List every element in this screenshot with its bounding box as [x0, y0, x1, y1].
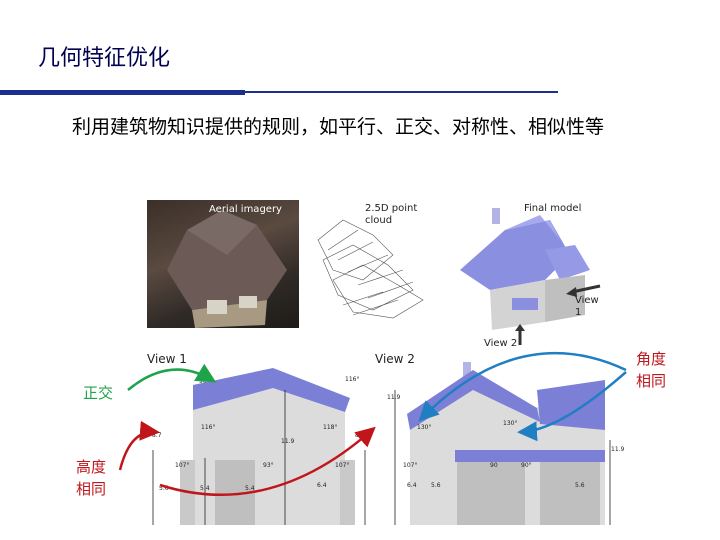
cloud-label: 2.5D point cloud — [365, 203, 418, 226]
slide-title: 几何特征优化 — [38, 46, 171, 71]
angle-label: 118° — [323, 424, 338, 431]
elevation-views: View 1 View 2 90° 116° 116° 118° 107° 93… — [145, 350, 624, 525]
angle-label: 90° — [199, 378, 210, 385]
title-rule-thick — [0, 90, 245, 95]
view2-arrow-label: View 2 — [484, 338, 518, 349]
length-label: 5.6 — [159, 485, 169, 492]
same-angle-label: 角度 相同 — [636, 350, 667, 390]
view2-title: View 2 — [375, 352, 415, 366]
final-label: Final model — [524, 203, 582, 214]
angle-label: 130° — [503, 420, 518, 427]
length-label: 5.6 — [575, 482, 585, 489]
same-height-label: 高度 相同 — [76, 458, 107, 498]
final-model-image: Final model View 1 View 2 — [440, 200, 608, 350]
orthogonal-label: 正交 — [83, 384, 114, 402]
length-label: 11.9 — [387, 394, 401, 401]
length-label: 11.9 — [281, 438, 295, 445]
length-label: 11.9 — [611, 446, 625, 453]
angle-label: 116° — [201, 424, 216, 431]
length-label: 5.6 — [431, 482, 441, 489]
length-label: 6.4 — [317, 482, 327, 489]
angle-label: 107° — [175, 462, 190, 469]
length-label: 5.4 — [245, 485, 255, 492]
length-label: 6.4 — [407, 482, 417, 489]
view1-title: View 1 — [147, 352, 187, 366]
length-label: 8.7 — [355, 432, 365, 439]
angle-label: 90° — [521, 462, 532, 469]
point-cloud-image: 2.5D point cloud — [303, 200, 438, 328]
length-label: 8.7 — [152, 432, 162, 439]
title-rule-thin — [245, 91, 558, 93]
angle-label: 107° — [403, 462, 418, 469]
body-text: 利用建筑物知识提供的规则，如平行、正交、对称性、相似性等 — [72, 116, 605, 138]
angle-label: 130° — [417, 424, 432, 431]
angle-label: 93° — [263, 462, 274, 469]
aerial-label: Aerial imagery — [209, 204, 282, 215]
aerial-image: Aerial imagery — [147, 200, 299, 328]
angle-label: 107° — [335, 462, 350, 469]
view1-arrow-label: View 1 — [575, 295, 599, 318]
angle-label: 90 — [490, 462, 498, 469]
angle-label: 116° — [345, 376, 360, 383]
length-label: 5.4 — [200, 485, 210, 492]
